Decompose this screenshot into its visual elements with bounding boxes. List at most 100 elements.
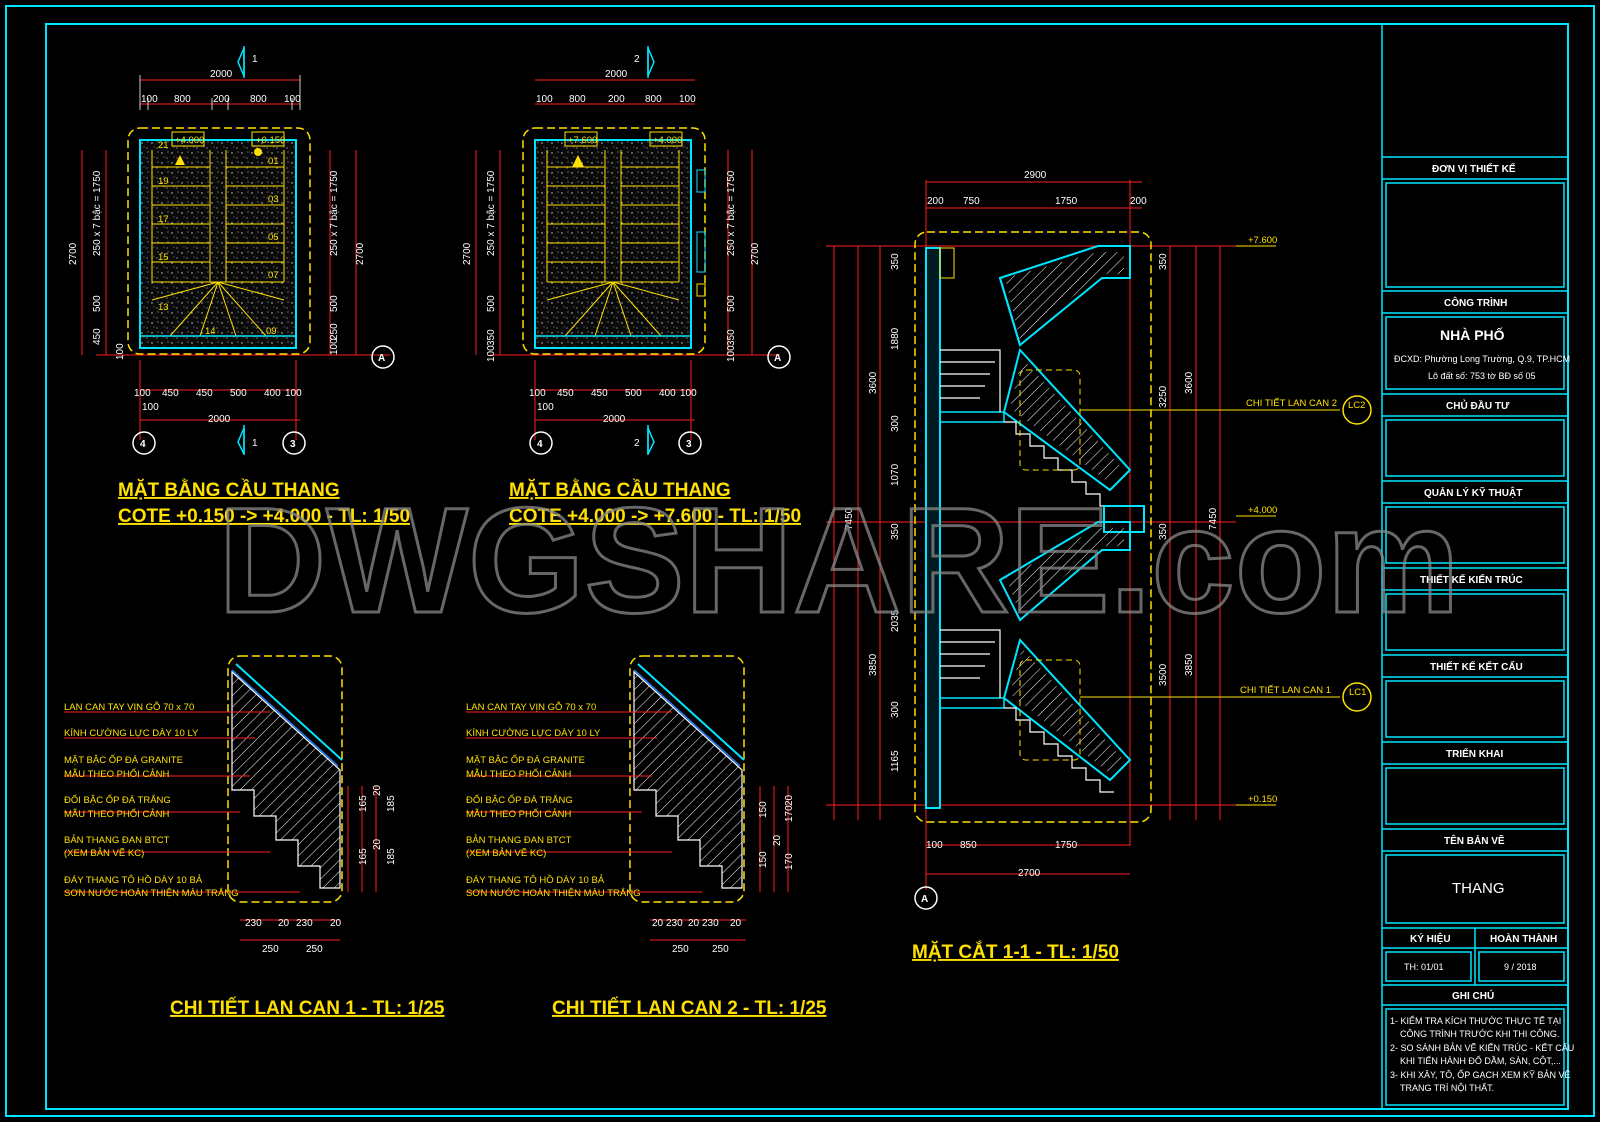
plan1-step: 07 [268, 270, 279, 281]
plan1-step: 21 [158, 140, 169, 151]
plan1-right-dim: 100 [329, 338, 340, 355]
plan-2: 2000 100 800 200 800 100 +7.600 +4.000 2… [462, 46, 801, 527]
detail2-note: MẪU THEO PHỐI CẢNH [466, 808, 572, 820]
detail2-hdim: 230 [666, 918, 683, 929]
callout-lc2-tag: LC2 [1348, 400, 1365, 411]
plan1-bottom-dim: 450 [196, 388, 213, 399]
detail2-hdim: 230 [702, 918, 719, 929]
detail-2: LAN CAN TAY VỊN GỖ 70 x 70 KÍNH CƯỜNG LỰ… [466, 655, 827, 1019]
section-left-total: 7450 [844, 507, 855, 530]
section-top-total: 2900 [1024, 170, 1047, 181]
detail1-hdim2: 250 [306, 944, 323, 955]
plan2-bottom-dim: 400 [659, 388, 676, 399]
detail2-vdim: 20 [784, 794, 795, 806]
detail2-title: CHI TIẾT LAN CAN 2 - TL: 1/25 [552, 997, 827, 1019]
plan1-right-total: 2700 [355, 242, 366, 265]
plan1-top-dim: 100 [141, 94, 158, 105]
section-axis-mark: A [921, 894, 928, 905]
tb-note: TRANG TRÍ NỘI THẤT. [1400, 1083, 1494, 1093]
plan2-title: MẶT BẰNG CẦU THANG [509, 479, 731, 501]
detail2-vdim: 170 [784, 805, 795, 822]
plan1-top-dim: 100 [284, 94, 301, 105]
detail-1: LAN CAN TAY VỊN GỖ 70 x 70 KÍNH CƯỜNG LỰ… [64, 655, 445, 1019]
detail2-vdim: 170 [784, 853, 795, 870]
section-top-dim: 200 [1130, 196, 1147, 207]
section-top-dim: 200 [927, 196, 944, 207]
detail2-note: MẪU THEO PHỐI CẢNH [466, 768, 572, 780]
plan1-step: 13 [158, 302, 169, 313]
plan1-bottom-dim: 400 [264, 388, 281, 399]
plan1-step: 03 [268, 194, 279, 205]
detail1-title: CHI TIẾT LAN CAN 1 - TL: 1/25 [170, 997, 445, 1019]
section-right-outer: 3850 [1184, 653, 1195, 676]
detail1-note: MẪU THEO PHỐI CẢNH [64, 768, 170, 780]
section-left-outer: 3600 [868, 371, 879, 394]
detail2-note: ĐỐI BẬC ỐP ĐÁ TRẮNG [466, 794, 573, 806]
tb-done-value: 9 / 2018 [1504, 962, 1537, 972]
plan1-level: +4.000 [175, 135, 204, 146]
detail1-note: KÍNH CƯỜNG LỰC DÀY 10 LY [64, 728, 199, 739]
plan1-left-total: 2700 [68, 242, 79, 265]
callout-lc2-text: CHI TIẾT LAN CAN 2 [1246, 398, 1337, 409]
detail1-note: MẶT BẬC ỐP ĐÁ GRANITE [64, 754, 183, 766]
watermark: DWGSHARE.com [218, 476, 1460, 644]
tb-note: CÔNG TRÌNH TRƯỚC KHI THI CÔNG. [1400, 1029, 1559, 1039]
plan2-right-dim: 500 [726, 295, 737, 312]
tb-note: 1- KIỂM TRA KÍCH THƯỚC THỰC TẾ TẠI [1390, 1015, 1561, 1026]
plan1-title: MẶT BẰNG CẦU THANG [118, 479, 340, 501]
plan1-left-dim: 100 [115, 343, 126, 360]
plan2-bottom-total: 2000 [603, 414, 626, 425]
plan1-left-dim: 450 [92, 328, 103, 345]
tb-struct-label: THIẾT KẾ KẾT CẤU [1430, 660, 1523, 673]
section-left-inner: 350 [890, 253, 901, 270]
plan2-top-dim: 200 [608, 94, 625, 105]
plan2-subtitle: COTE +4.000 -> +7.600 - TL: 1/50 [509, 506, 801, 527]
plan2-bottom-dim: 450 [591, 388, 608, 399]
plan2-bottom-dim: 450 [557, 388, 574, 399]
plan2-bottom-dim: 100 [680, 388, 697, 399]
section-top-dim: 1750 [1055, 196, 1078, 207]
tb-drawing-name: THANG [1452, 880, 1505, 897]
detail2-note: KÍNH CƯỜNG LỰC DÀY 10 LY [466, 728, 601, 739]
plan2-level: +4.000 [653, 135, 682, 146]
tb-project-addr1: ĐCXD: Phường Long Trường, Q.9, TP.HCM [1394, 354, 1570, 364]
plan2-left-dim: 250 x 7 bậc = 1750 [486, 170, 497, 256]
detail2-note: BẢN THANG ĐAN BTCT [466, 834, 572, 846]
detail2-note: MẶT BẬC ỐP ĐÁ GRANITE [466, 754, 585, 766]
detail2-hdim2: 250 [672, 944, 689, 955]
plan1-bottom-sub: 100 [142, 402, 159, 413]
axis-mark-A: A [378, 353, 385, 364]
detail1-vdim: 20 [372, 838, 383, 850]
plan2-right-total: 2700 [750, 242, 761, 265]
detail2-hdim: 20 [652, 918, 664, 929]
section-bottom-dim: 100 [926, 840, 943, 851]
detail1-note: ĐÁY THANG TÔ HỒ DÀY 10 BẢ [64, 874, 203, 886]
plan1-section-mark: 1 [252, 54, 258, 65]
callout-lc1-text: CHI TIẾT LAN CAN 1 [1240, 685, 1331, 696]
plan2-section-mark: 2 [634, 54, 640, 65]
plan2-left-dim: 350 [486, 329, 497, 346]
plan1-step: 17 [158, 214, 169, 225]
level-4000: +4.000 [1248, 505, 1277, 516]
axis-mark-3: 3 [686, 439, 692, 450]
detail1-hdim: 20 [278, 918, 290, 929]
section-left-inner: 1070 [890, 463, 901, 486]
plan2-top-dim: 100 [679, 94, 696, 105]
section-right-dim: 350 [1158, 253, 1169, 270]
tb-code-label: KÝ HIỆU [1410, 932, 1451, 945]
plan2-bottom-dim: 500 [625, 388, 642, 399]
section-title: MẶT CẮT 1-1 - TL: 1/50 [912, 941, 1119, 963]
detail1-note: ĐỐI BẬC ỐP ĐÁ TRẮNG [64, 794, 171, 806]
plan-1: 2000 100 800 200 800 100 21 19 17 15 13 … [68, 46, 410, 527]
section-right-total: 7450 [1208, 507, 1219, 530]
plan1-bottom-dim: 450 [162, 388, 179, 399]
detail2-note: LAN CAN TAY VỊN GỖ 70 x 70 [466, 701, 596, 713]
plan2-section-mark: 2 [634, 438, 640, 449]
detail1-note: BẢN THANG ĐAN BTCT [64, 834, 170, 846]
detail1-vdim: 165 [358, 848, 369, 865]
axis-mark-3: 3 [290, 439, 296, 450]
detail1-hdim: 20 [330, 918, 342, 929]
plan2-bottom-sub: 100 [537, 402, 554, 413]
plan2-bottom-dim: 100 [529, 388, 546, 399]
detail2-vdim: 20 [772, 834, 783, 846]
